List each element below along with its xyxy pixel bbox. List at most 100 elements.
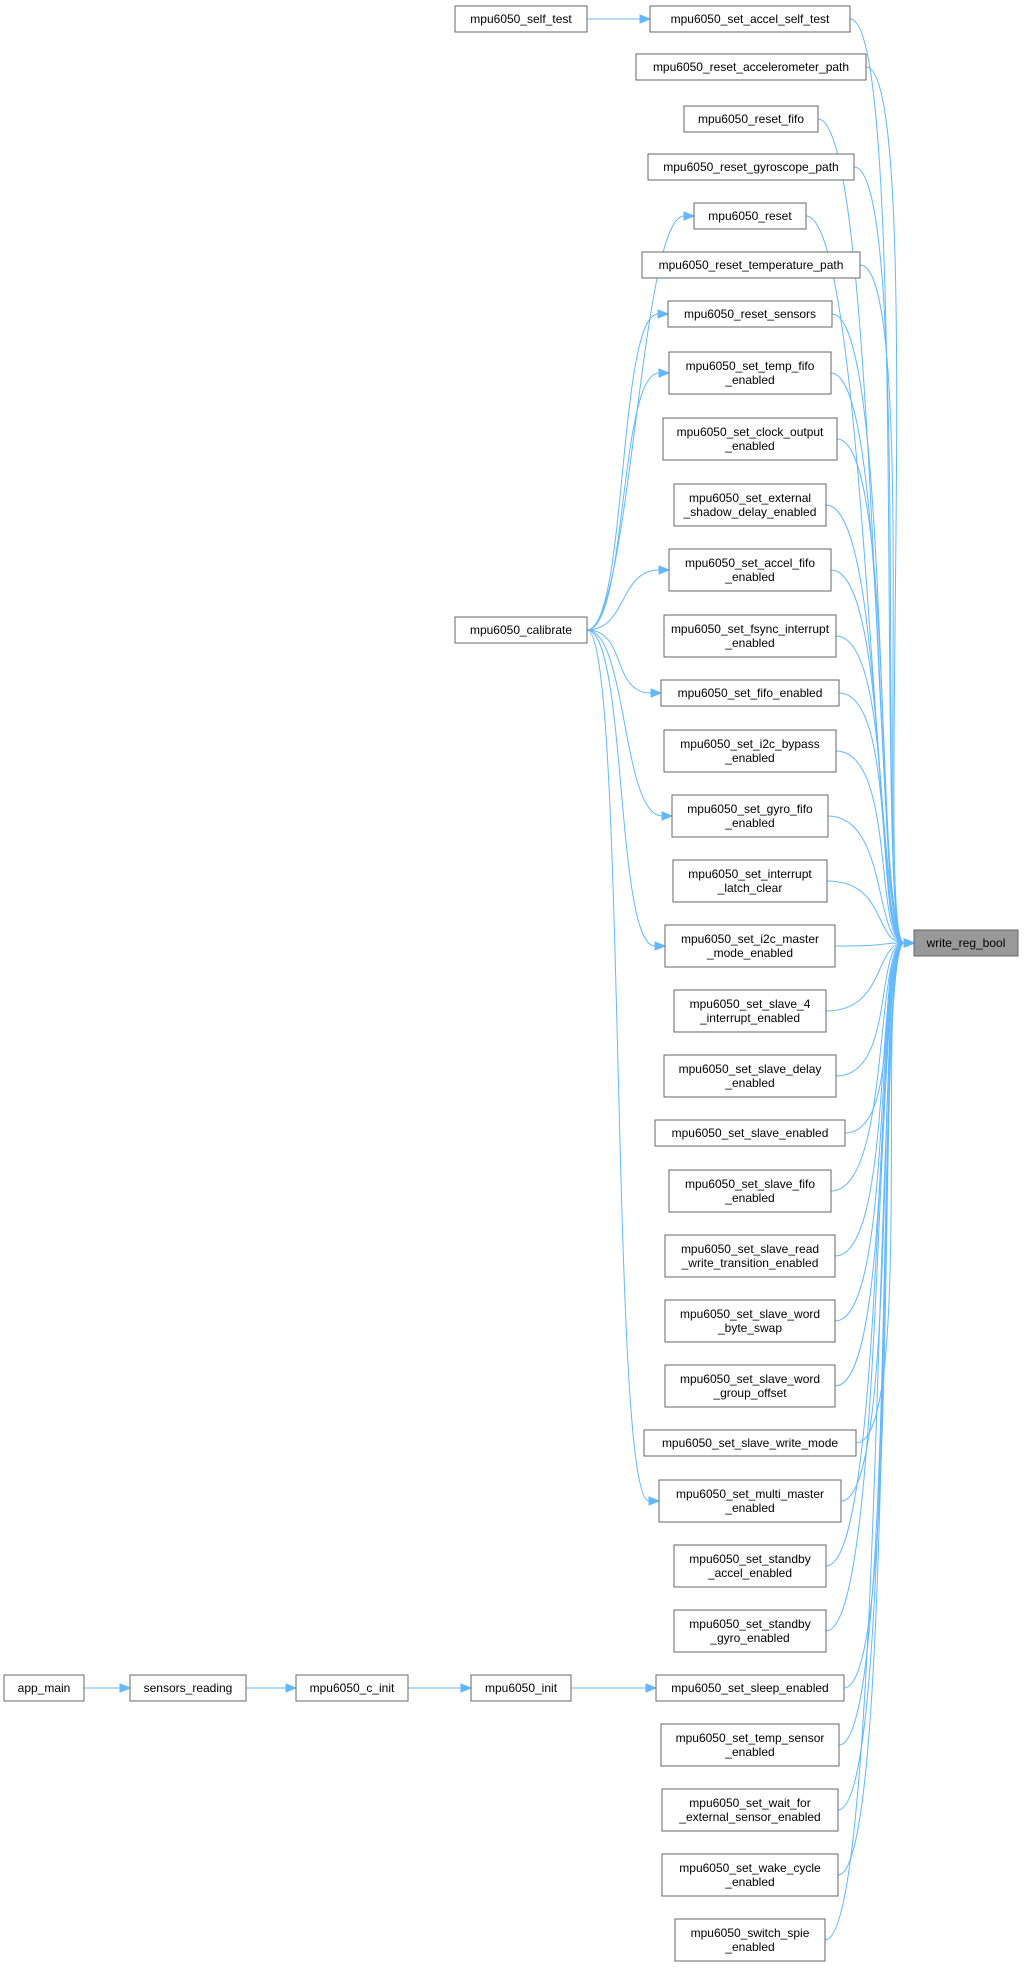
function-node[interactable]: mpu6050_set_standby_gyro_enabled [673, 1609, 827, 1653]
node-box [661, 1853, 839, 1897]
node-box [660, 679, 840, 707]
node-label: mpu6050_reset [708, 209, 792, 223]
function-node[interactable]: mpu6050_set_sleep_enabled [655, 1674, 845, 1702]
node-label: _enabled [724, 751, 774, 765]
function-node[interactable]: mpu6050_reset_temperature_path [641, 251, 861, 279]
function-node[interactable]: mpu6050_reset_gyroscope_path [647, 153, 855, 181]
function-node[interactable]: mpu6050_self_test [454, 5, 588, 33]
node-label: mpu6050_set_external [689, 491, 811, 505]
function-node[interactable]: mpu6050_c_init [295, 1674, 409, 1702]
function-node[interactable]: mpu6050_init [470, 1674, 572, 1702]
node-label: _enabled [724, 1191, 774, 1205]
node-label: mpu6050_set_temp_fifo [686, 359, 815, 373]
function-node[interactable]: mpu6050_set_wait_for_external_sensor_ena… [661, 1788, 839, 1832]
edge-cal-to-n10 [586, 569, 660, 631]
node-label: mpu6050_set_accel_fifo [685, 556, 815, 570]
edge-n5-to-t [859, 264, 905, 944]
function-node[interactable]: mpu6050_reset_fifo [683, 105, 819, 133]
node-label: _group_offset [712, 1386, 787, 1400]
node-label: _latch_clear [717, 881, 783, 895]
function-node[interactable]: mpu6050_set_temp_sensor_enabled [660, 1723, 840, 1767]
edge-n11-to-t [835, 635, 905, 944]
function-node[interactable]: mpu6050_set_clock_output_enabled [662, 417, 838, 461]
node-label: mpu6050_set_slave_word [680, 1372, 820, 1386]
function-node[interactable]: mpu6050_set_slave_read_write_transition_… [664, 1234, 836, 1278]
function-node[interactable]: mpu6050_set_multi_master_enabled [658, 1479, 842, 1523]
node-label: _enabled [724, 1745, 774, 1759]
function-node[interactable]: mpu6050_set_slave_write_mode [643, 1429, 857, 1457]
function-node[interactable]: mpu6050_set_interrupt_latch_clear [672, 859, 828, 903]
node-box [673, 989, 827, 1033]
edge-cal-to-n25 [586, 629, 650, 1502]
function-node[interactable]: mpu6050_set_accel_self_test [649, 5, 851, 33]
node-box [454, 616, 588, 644]
function-node[interactable]: mpu6050_set_slave_delay_enabled [663, 1054, 837, 1098]
edge-n17-to-t [825, 942, 905, 1012]
node-label: mpu6050_set_wake_cycle [679, 1861, 821, 1875]
function-node[interactable]: mpu6050_set_external_shadow_delay_enable… [673, 483, 827, 527]
function-node[interactable]: mpu6050_set_slave_enabled [654, 1119, 846, 1147]
edge-arrowhead-sr-to-cinit [285, 1683, 298, 1693]
edge-n27-to-t [825, 942, 905, 1632]
edge-n12-to-t [838, 692, 905, 944]
edge-n20-to-t [830, 942, 905, 1192]
node-box [658, 1479, 842, 1523]
edge-n13-to-t [835, 750, 905, 944]
node-label: mpu6050_set_interrupt [688, 867, 812, 881]
function-node[interactable]: mpu6050_reset [693, 202, 807, 230]
edge-arrowhead-cal-to-n25 [648, 1496, 661, 1506]
function-node[interactable]: mpu6050_set_temp_fifo_enabled [668, 351, 832, 395]
function-node[interactable]: mpu6050_set_standby_accel_enabled [673, 1544, 827, 1588]
node-label: mpu6050_set_clock_output [677, 425, 824, 439]
function-node[interactable]: mpu6050_set_accel_fifo_enabled [668, 548, 832, 592]
edge-n21-to-t [834, 942, 905, 1257]
node-box [129, 1674, 247, 1702]
node-box [674, 1918, 826, 1962]
function-node[interactable]: mpu6050_switch_spie_enabled [674, 1918, 826, 1962]
function-node[interactable]: mpu6050_calibrate [454, 616, 588, 644]
function-node[interactable]: mpu6050_reset_sensors [667, 300, 833, 328]
function-node[interactable]: mpu6050_set_slave_fifo_enabled [668, 1169, 832, 1213]
node-box [667, 300, 833, 328]
function-node[interactable]: mpu6050_set_slave_4_interrupt_enabled [673, 989, 827, 1033]
node-box [693, 202, 807, 230]
node-label: mpu6050_set_slave_fifo [685, 1177, 815, 1191]
node-label: mpu6050_set_standby [689, 1617, 810, 1631]
edge-cal-to-n12 [586, 629, 652, 694]
edge-n31-to-t [837, 942, 905, 1876]
edge-arrowhead-st-to-n0 [639, 14, 652, 24]
node-label: mpu6050_set_slave_delay [679, 1062, 822, 1076]
edge-arrowhead-cal-to-n16 [654, 941, 667, 951]
edges-layer [83, 14, 916, 1941]
node-label: mpu6050_reset_gyroscope_path [663, 160, 838, 174]
node-box [913, 929, 1019, 957]
node-label: mpu6050_reset_accelerometer_path [653, 60, 849, 74]
node-box [470, 1674, 572, 1702]
node-label: _enabled [724, 1875, 774, 1889]
node-label: write_reg_bool [926, 936, 1006, 950]
function-node[interactable]: mpu6050_set_i2c_master_mode_enabled [664, 924, 836, 968]
node-box [643, 1429, 857, 1457]
edge-arrowhead-cal-to-n12 [650, 688, 663, 698]
function-node[interactable]: mpu6050_set_fsync_interrupt_enabled [663, 614, 837, 658]
function-node[interactable]: mpu6050_set_wake_cycle_enabled [661, 1853, 839, 1897]
edge-n2-to-t [817, 118, 905, 944]
edge-arrowhead-cal-to-n6 [657, 309, 670, 319]
function-node[interactable]: mpu6050_set_i2c_bypass_enabled [663, 729, 837, 773]
function-node[interactable]: mpu6050_reset_accelerometer_path [635, 53, 867, 81]
function-node[interactable]: app_main [3, 1674, 85, 1702]
function-node[interactable]: mpu6050_set_slave_word_byte_swap [664, 1299, 836, 1343]
node-label: mpu6050_set_slave_write_mode [662, 1436, 838, 1450]
target-node[interactable]: write_reg_bool [913, 929, 1019, 957]
node-label: sensors_reading [144, 1681, 233, 1695]
function-node[interactable]: mpu6050_set_gyro_fifo_enabled [671, 794, 829, 838]
function-node[interactable]: sensors_reading [129, 1674, 247, 1702]
edge-n18-to-t [835, 942, 905, 1077]
node-box [668, 351, 832, 395]
node-box [673, 1609, 827, 1653]
function-node[interactable]: mpu6050_set_fifo_enabled [660, 679, 840, 707]
function-node[interactable]: mpu6050_set_slave_word_group_offset [664, 1364, 836, 1408]
node-box [295, 1674, 409, 1702]
edge-n16-to-t [834, 942, 905, 947]
node-box [663, 1054, 837, 1098]
